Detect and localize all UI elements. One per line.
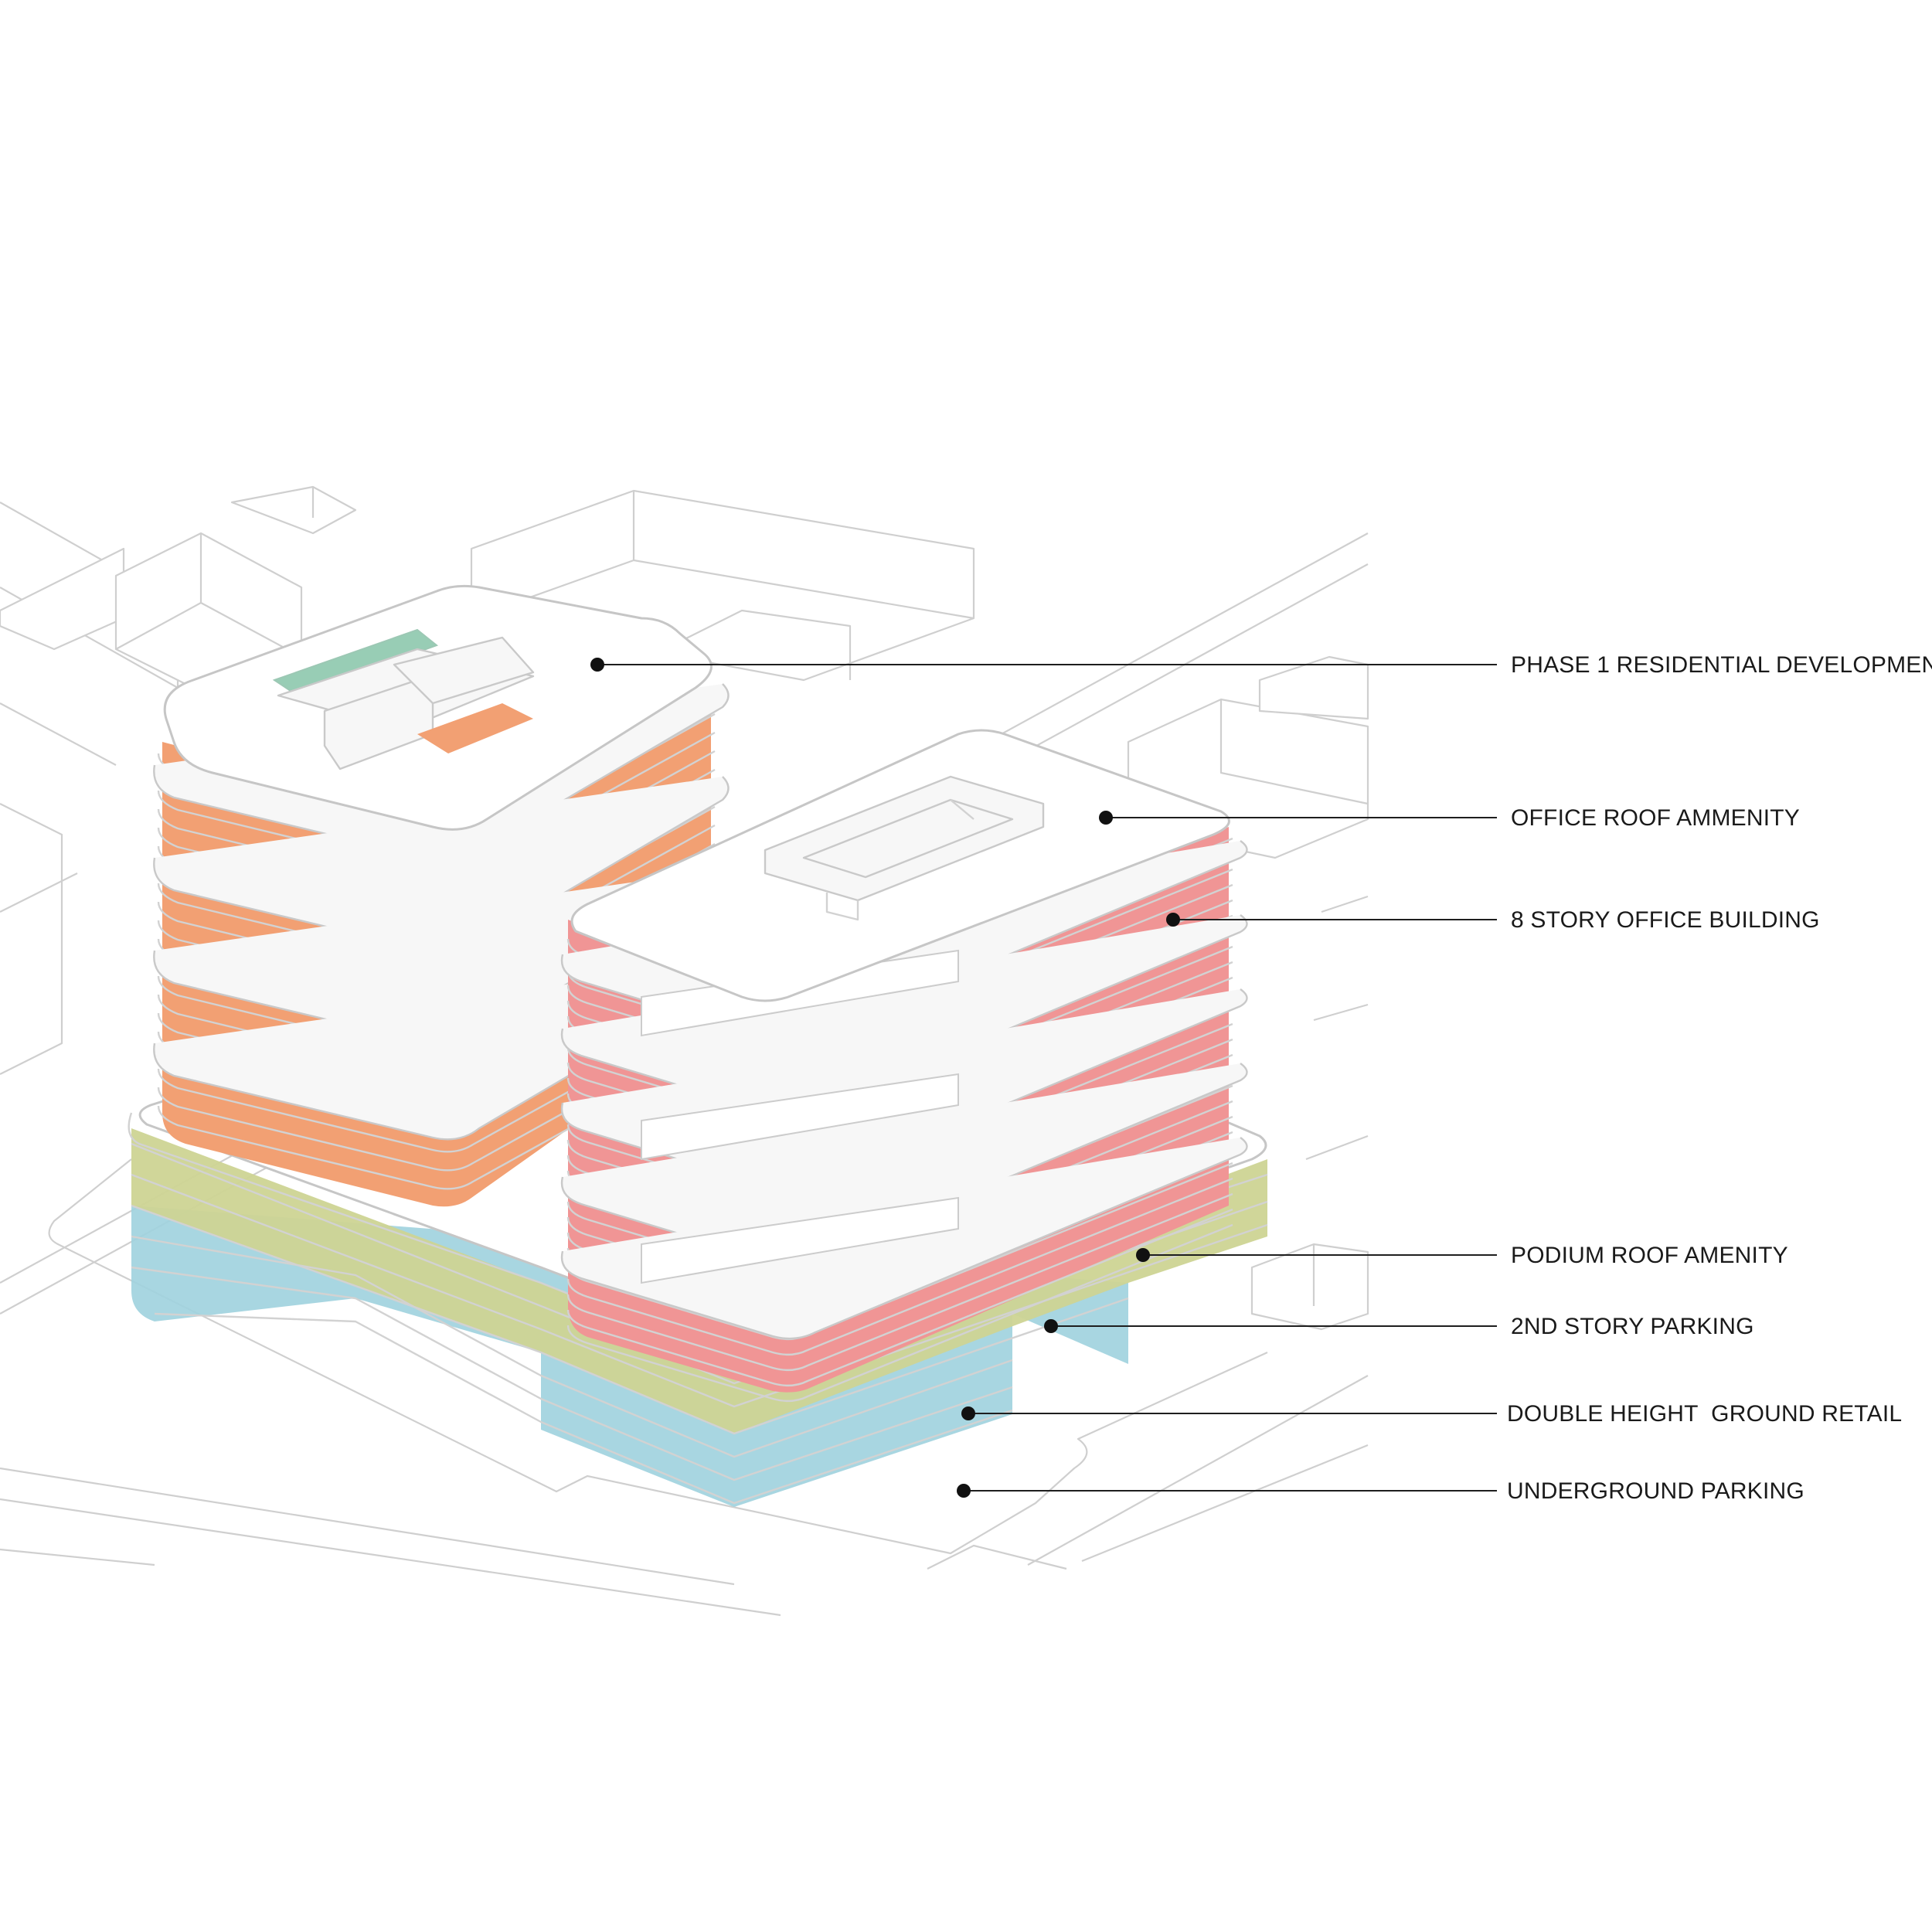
office-building bbox=[560, 729, 1248, 1403]
label-podium-roof: PODIUM ROOF AMENITY bbox=[1511, 1243, 1788, 1268]
marker-underground-parking bbox=[957, 1484, 971, 1498]
labels: PHASE 1 RESIDENTIAL DEVELOPMENT OFFICE R… bbox=[1507, 652, 1932, 1504]
label-ground-retail: DOUBLE HEIGHT GROUND RETAIL bbox=[1507, 1401, 1902, 1427]
label-second-story-parking: 2ND STORY PARKING bbox=[1511, 1314, 1754, 1339]
label-office-roof: OFFICE ROOF AMMENITY bbox=[1511, 805, 1800, 831]
residential-tower bbox=[153, 584, 730, 1207]
marker-phase-1-residential bbox=[590, 658, 604, 672]
marker-office-roof bbox=[1099, 811, 1113, 825]
marker-podium-roof bbox=[1136, 1248, 1150, 1262]
marker-office-building bbox=[1166, 913, 1180, 927]
label-underground-parking: UNDERGROUND PARKING bbox=[1507, 1478, 1804, 1504]
label-phase-1-residential: PHASE 1 RESIDENTIAL DEVELOPMENT bbox=[1511, 652, 1932, 678]
leaders bbox=[590, 658, 1497, 1498]
label-office-building: 8 STORY OFFICE BUILDING bbox=[1511, 907, 1820, 933]
marker-second-story-parking bbox=[1044, 1319, 1058, 1333]
context-buildings bbox=[0, 485, 1369, 1617]
marker-ground-retail bbox=[961, 1406, 975, 1420]
